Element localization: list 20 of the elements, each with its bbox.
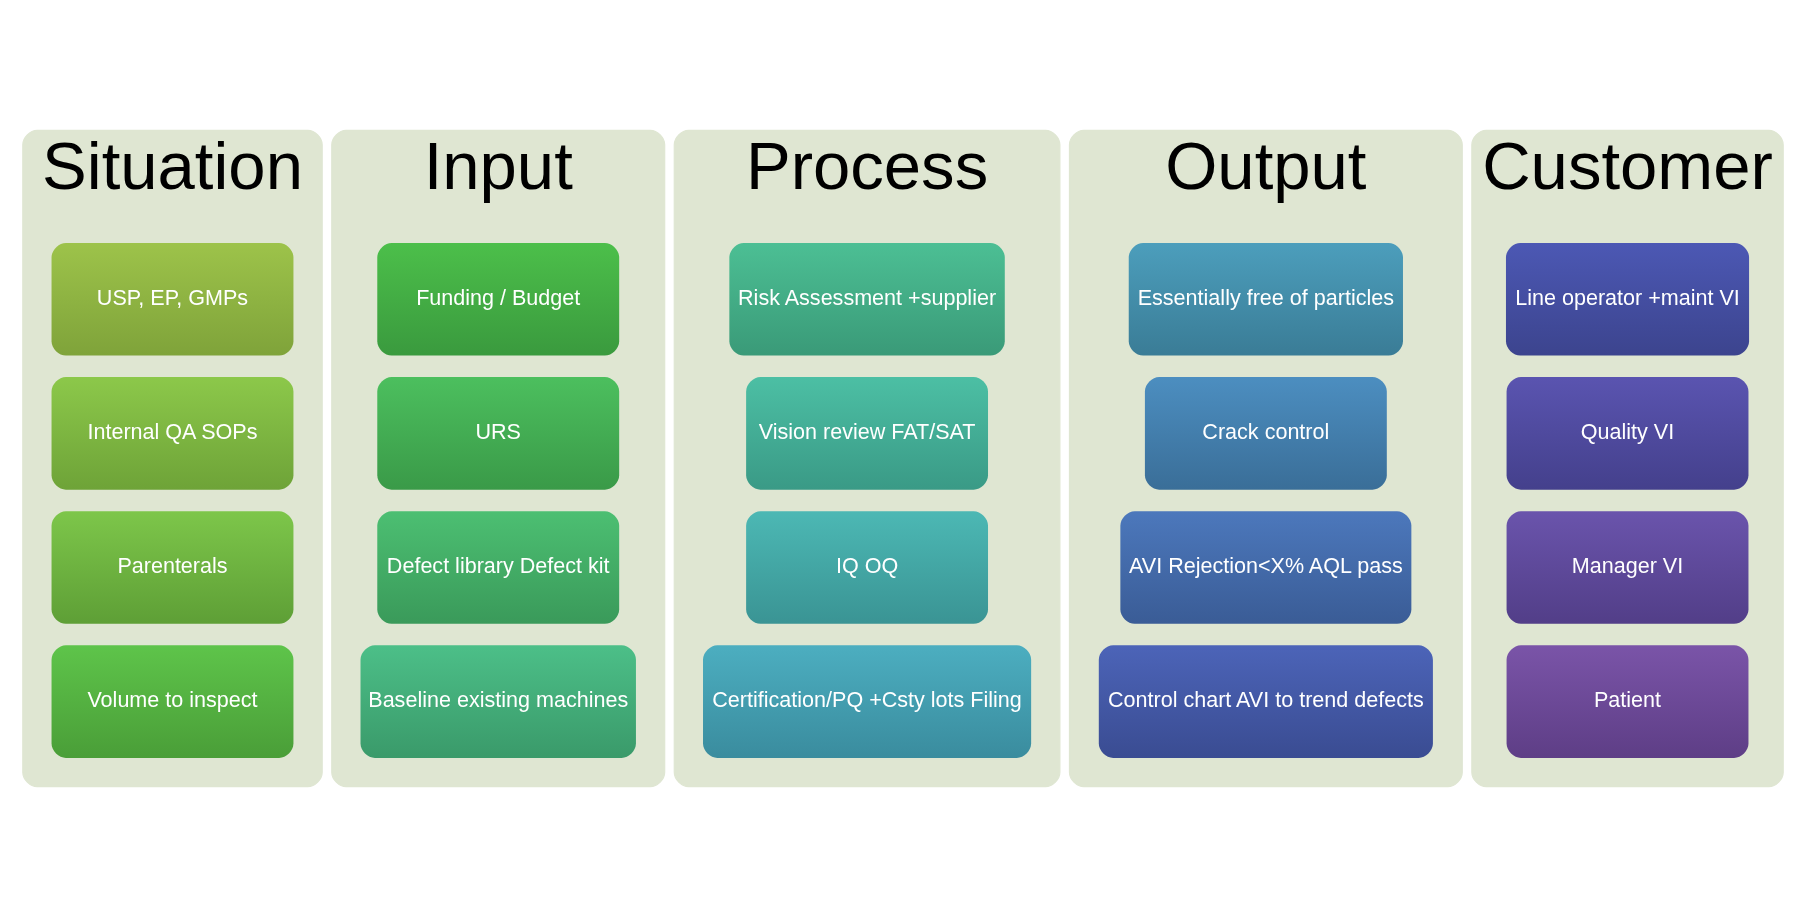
node-box: IQ OQ [746, 511, 989, 624]
node-box: Defect library Defect kit [377, 511, 620, 624]
node-box: Risk Assessment +supplier [729, 242, 1005, 356]
node-box: Vision review FAT/SAT [746, 377, 989, 490]
node-box: Line operator +maint VI [1505, 242, 1750, 356]
node-box: URS [377, 377, 620, 490]
node-box: USP, EP, GMPs [51, 242, 294, 356]
node-box: Quality VI [1506, 377, 1749, 490]
node-box: Funding / Budget [377, 242, 620, 356]
node-box: Baseline existing machines [360, 645, 636, 758]
node-box: Parenterals [51, 511, 294, 624]
node-box: Crack control [1144, 377, 1387, 490]
node-box: Control chart AVI to trend defects [1098, 645, 1433, 758]
node-box: AVI Rejection<X% AQL pass [1120, 511, 1412, 624]
node-box: Manager VI [1506, 511, 1749, 624]
node-box: Internal QA SOPs [51, 377, 294, 490]
node-box: Patient [1506, 645, 1749, 758]
node-box: Essentially free of particles [1128, 242, 1403, 356]
node-box: Certification/PQ +Csty lots Filing [703, 645, 1032, 758]
node-box: Volume to inspect [51, 645, 294, 758]
